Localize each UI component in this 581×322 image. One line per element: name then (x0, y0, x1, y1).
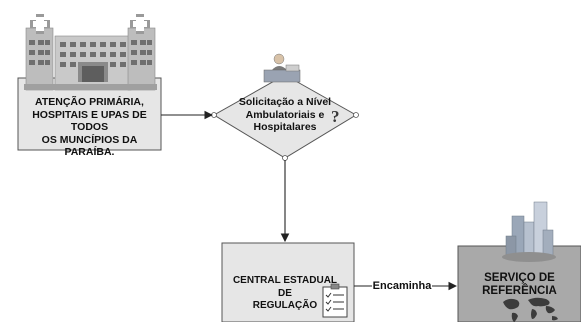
svg-text:?: ? (331, 107, 340, 126)
request-line-2: Ambulatoriais e (245, 108, 325, 121)
central-line-2: REGULAÇÃO (252, 300, 318, 311)
primary-care-label: ATENÇÃO PRIMÁRIA, HOSPITAIS E UPAS DE TO… (18, 96, 161, 159)
person-at-desk-icon (263, 53, 301, 83)
world-map-icon (503, 297, 558, 322)
primary-care-line-2: HOSPITAIS E UPAS DE TODOS (32, 108, 147, 134)
reference-label: SERVIÇO DE REFERÊNCIA (462, 272, 577, 298)
central-line-1: CENTRAL ESTADUAL DE (232, 275, 338, 299)
edge-label-encaminha: Encaminha (373, 280, 433, 292)
question-mark-icon: ? (331, 107, 340, 126)
primary-care-line-3: OS MUNCÍPIOS DA PARAÍBA. (41, 133, 138, 159)
reference-line-1: SERVIÇO DE (484, 272, 555, 284)
request-label: Solicitação a Nível Ambulatoriais e Hosp… (232, 96, 338, 134)
hospital-building-icon (24, 14, 157, 91)
request-line-1: Solicitação a Nível (238, 96, 332, 108)
city-buildings-icon (502, 201, 556, 262)
checklist-icon (322, 283, 348, 318)
primary-care-line-1: ATENÇÃO PRIMÁRIA, (35, 96, 144, 108)
reference-line-2: REFERÊNCIA (482, 285, 557, 297)
request-line-3: Hospitalares (253, 121, 317, 133)
central-label: CENTRAL ESTADUAL DE REGULAÇÃO (226, 275, 344, 313)
